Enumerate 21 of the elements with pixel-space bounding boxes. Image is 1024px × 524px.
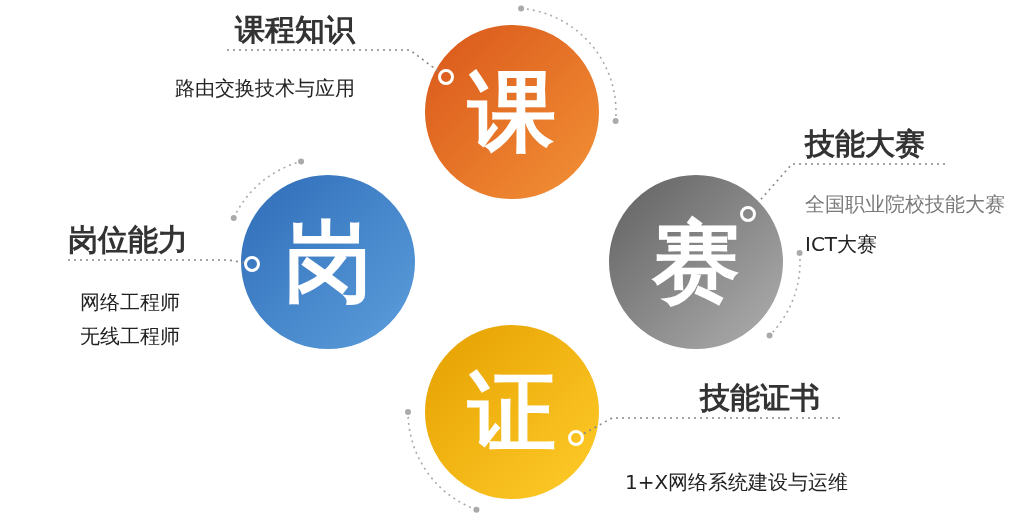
ring-marker: [740, 206, 756, 222]
category-heading: 岗位能力: [68, 222, 188, 258]
leader-line: [226, 49, 441, 73]
leader-line: [582, 417, 841, 435]
category-heading: 课程知识: [235, 12, 355, 48]
ring-marker: [438, 69, 454, 85]
item-text: 路由交换技术与应用: [175, 76, 355, 100]
item-text: 1+X网络系统建设与运维: [625, 470, 849, 494]
category-heading: 技能证书: [700, 380, 820, 416]
item-text: 无线工程师: [80, 324, 180, 348]
item-text: 全国职业院校技能大赛: [805, 192, 1005, 216]
leader-line: [752, 163, 946, 209]
circle-character: 课: [468, 68, 556, 156]
circle-character: 证: [468, 368, 556, 456]
ring-marker: [568, 430, 584, 446]
ring-marker: [244, 256, 260, 272]
circle-character: 岗: [284, 218, 372, 306]
leader-line: [67, 259, 245, 264]
item-text: ICT大赛: [805, 232, 878, 256]
category-heading: 技能大赛: [805, 126, 925, 162]
item-text: 网络工程师: [80, 290, 180, 314]
